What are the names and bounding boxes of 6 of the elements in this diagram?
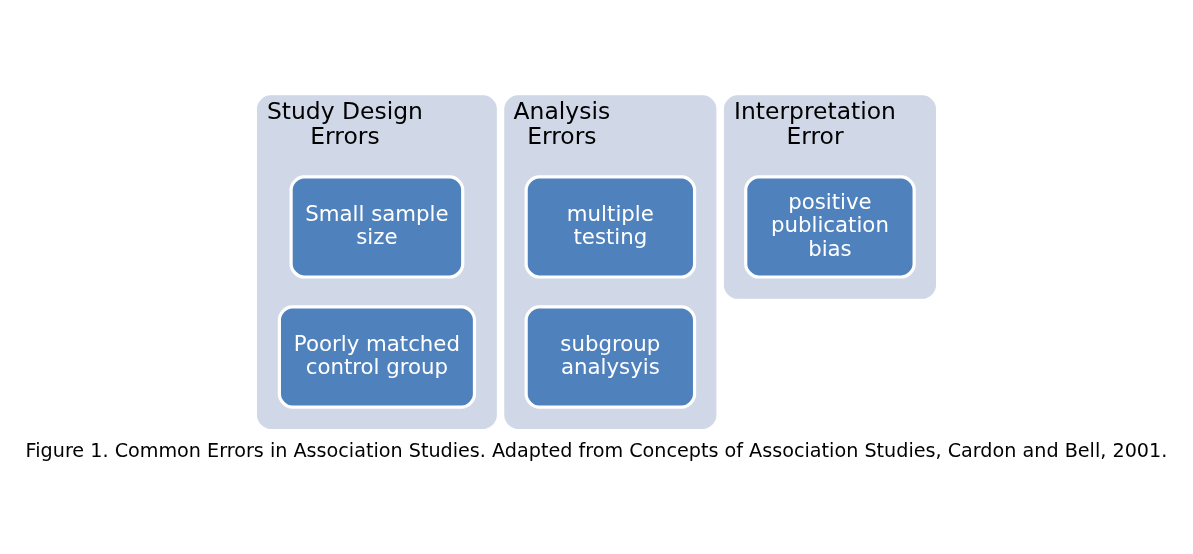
node-box: Poorly matched control group	[277, 305, 477, 409]
node-box: positive publication bias	[744, 175, 916, 279]
node-box: subgroup analysyis	[524, 305, 697, 409]
node-box: Small sample size	[289, 175, 465, 279]
caption: Figure 1. Common Errors in Association Studies. Adapted from Concepts of Association Studies, Cardon and Bell, 2001.	[25, 438, 1168, 462]
node-box: multiple testing	[524, 175, 697, 279]
